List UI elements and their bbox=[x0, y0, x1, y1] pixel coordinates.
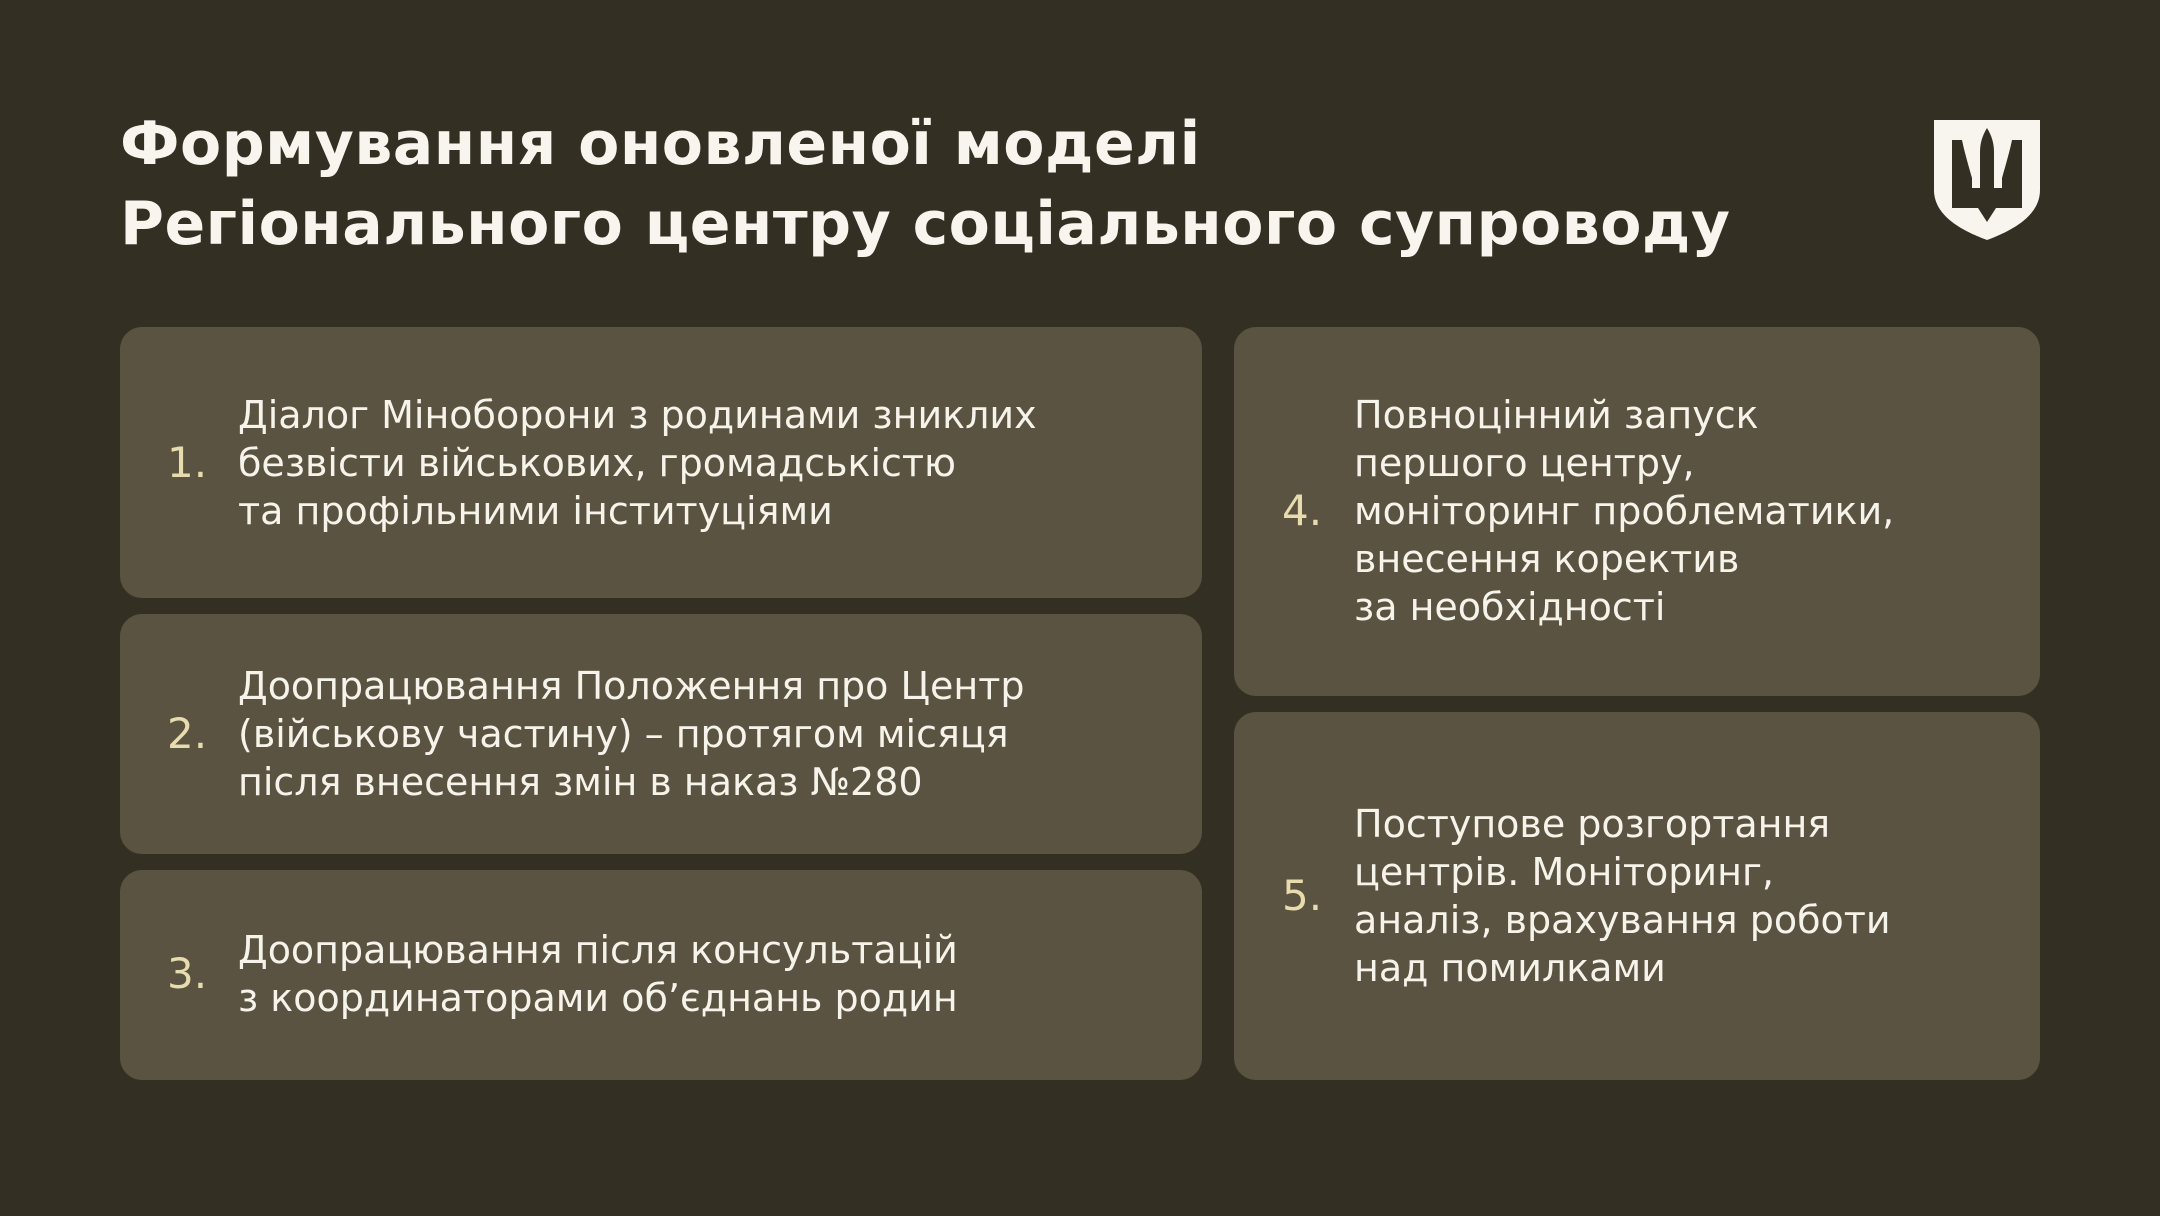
title-line-2: Регіонального центру соціального супрово… bbox=[120, 189, 1731, 259]
step-card-3: 3. Доопрацювання після консультацій з ко… bbox=[120, 870, 1202, 1080]
title-line-1: Формування оновленої моделі bbox=[120, 109, 1201, 179]
step-text: Доопрацювання Положення про Центр (війсь… bbox=[238, 664, 1025, 804]
step-number: 3. bbox=[167, 949, 208, 998]
step-card-2: 2. Доопрацювання Положення про Центр (ві… bbox=[120, 614, 1202, 854]
step-card-1: 1. Діалог Міноборони з родинами зниклих … bbox=[120, 327, 1202, 598]
trident-shield-icon bbox=[1934, 120, 2040, 240]
step-number: 2. bbox=[167, 709, 208, 758]
step-text: Повноцінний запуск першого центру, моніт… bbox=[1354, 393, 1895, 629]
step-text: Діалог Міноборони з родинами зниклих без… bbox=[238, 393, 1037, 533]
step-number: 5. bbox=[1282, 871, 1323, 920]
step-number: 1. bbox=[167, 438, 208, 487]
step-card-4: 4. Повноцінний запуск першого центру, мо… bbox=[1234, 327, 2040, 696]
step-text: Поступове розгортання центрів. Моніторин… bbox=[1354, 802, 1891, 990]
step-text: Доопрацювання після консультацій з коорд… bbox=[238, 928, 958, 1020]
step-number: 4. bbox=[1282, 486, 1323, 535]
step-card-5: 5. Поступове розгортання центрів. Моніто… bbox=[1234, 712, 2040, 1080]
page-title: Формування оновленої моделі Регіональног… bbox=[120, 104, 1731, 264]
